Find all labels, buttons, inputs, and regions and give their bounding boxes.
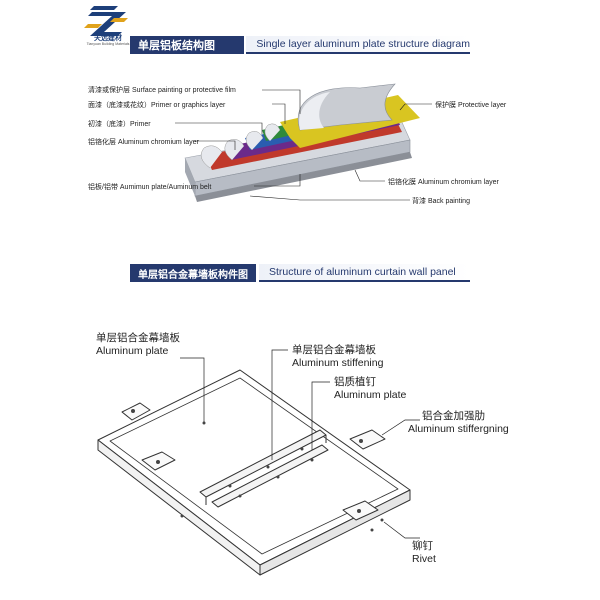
rivet-dots bbox=[131, 409, 384, 532]
stiffener-rib-2 bbox=[211, 444, 329, 508]
label-protective-layer: 保护膜 Protective layer bbox=[435, 102, 507, 109]
back-painting-layer bbox=[195, 152, 412, 202]
label-rivet-cn: 铆钉 bbox=[412, 540, 433, 552]
label-stiffening-en: Aluminum stiffening bbox=[292, 357, 384, 369]
diagram2-title-cn: 单层铝合金幕墙板构件图 bbox=[130, 264, 256, 282]
label-stud-en: Aluminum plate bbox=[334, 389, 407, 401]
diagram1-title-en: Single layer aluminum plate structure di… bbox=[246, 36, 470, 54]
label-stiffener-rib-en: Aluminum stiffergning bbox=[408, 423, 509, 435]
logo-name: 天远建材 bbox=[94, 35, 122, 42]
label-surface-painting: 清漆或保护层 Surface painting or protective fi… bbox=[88, 87, 236, 94]
logo-tagline: Tianyuan Building Materials bbox=[86, 42, 130, 46]
curl-4 bbox=[264, 123, 281, 142]
diagram1-title-cn: 单层铝板结构图 bbox=[130, 36, 244, 54]
bracket-top-left bbox=[121, 402, 151, 421]
label-stud-cn: 铝质植钉 bbox=[334, 376, 376, 388]
company-logo bbox=[84, 4, 132, 46]
label-stiffener-rib-cn: 铝合金加强肋 bbox=[422, 410, 485, 422]
layer-structure-diagram bbox=[175, 83, 432, 202]
curl-3 bbox=[245, 131, 264, 151]
label-stiffening-cn: 单层铝合金幕墙板 bbox=[292, 344, 376, 356]
protective-film-highlight bbox=[299, 92, 330, 130]
label-aluminum-plate-cn: 单层铝合金幕墙板 bbox=[96, 332, 180, 344]
diagram2-title-banner: 单层铝合金幕墙板构件图 Structure of aluminum curtai… bbox=[130, 264, 470, 282]
aluminum-plate-end bbox=[185, 158, 195, 196]
curl-1 bbox=[200, 145, 223, 169]
label-aluminum-plate-en: Aluminum plate bbox=[96, 345, 169, 357]
diagram1-title-banner: 单层铝板结构图 Single layer aluminum plate stru… bbox=[130, 36, 470, 54]
label-primer: 初漆（底漆）Primer bbox=[88, 121, 151, 128]
label-rivet-en: Rivet bbox=[412, 553, 436, 565]
bracket-right bbox=[349, 429, 386, 450]
label-aluminum-plate-belt: 铝板/铝带 Aumimun plate/Auminum belt bbox=[88, 184, 212, 191]
label-primer-graphics: 面漆（底漆或花纹）Primer or graphics layer bbox=[88, 102, 226, 109]
label-back-painting: 背漆 Back painting bbox=[412, 198, 470, 205]
diagram2-title-en: Structure of aluminum curtain wall panel bbox=[259, 264, 470, 282]
curtain-panel-diagram bbox=[97, 349, 420, 576]
label-chromium-layer-right: 铝铬化膜 Aluminum chromium layer bbox=[388, 179, 499, 186]
label-chromium-layer-left: 铝铬化层 Aluminum chromium layer bbox=[88, 139, 199, 146]
